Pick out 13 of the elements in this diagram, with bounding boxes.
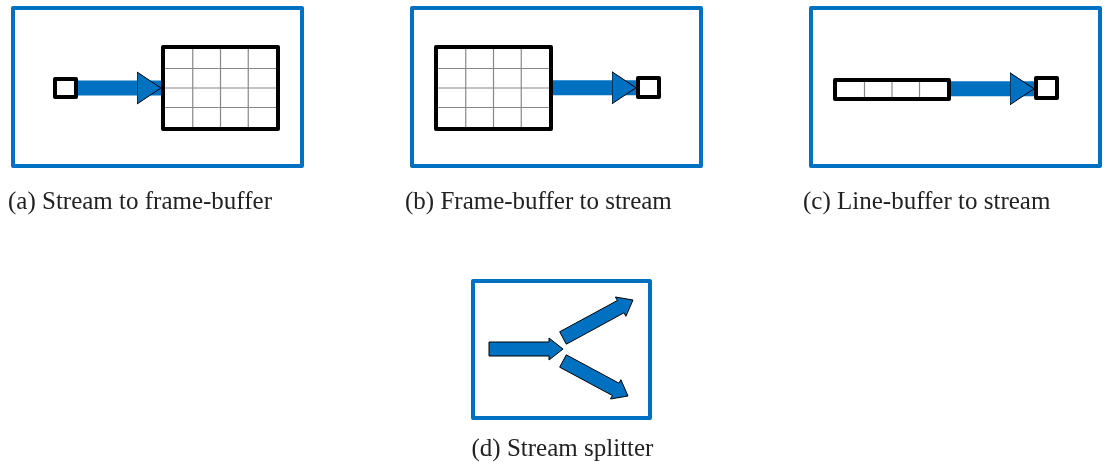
block-arrow	[951, 72, 1035, 106]
grid-buffer	[161, 45, 280, 131]
block-arrow	[553, 71, 637, 105]
panel-caption: (a) Stream to frame-buffer	[8, 186, 273, 217]
grid-buffer	[434, 45, 553, 131]
block-arrow	[78, 71, 162, 105]
panel-caption: (d) Stream splitter	[470, 433, 655, 464]
cell-row-buffer	[833, 78, 951, 101]
small-square	[636, 76, 661, 99]
small-square	[1034, 76, 1059, 100]
panel-caption: (b) Frame-buffer to stream	[405, 186, 673, 217]
panel-caption: (c) Line-buffer to stream	[803, 186, 1052, 217]
small-square	[53, 77, 78, 99]
